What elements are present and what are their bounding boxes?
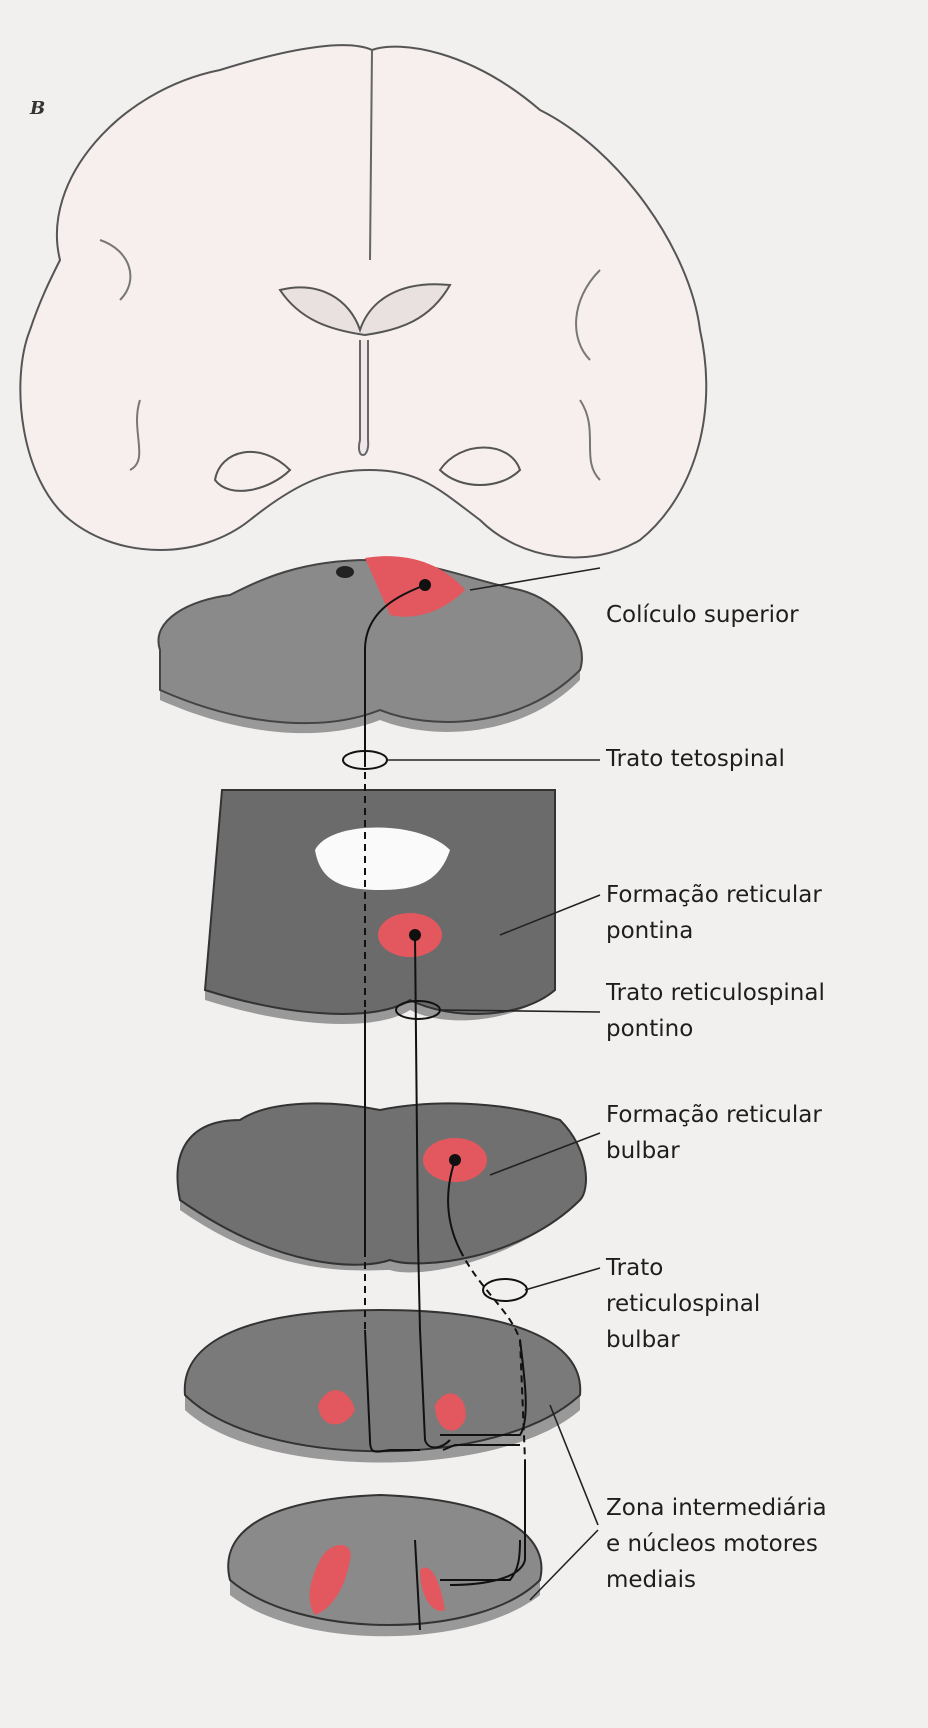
midbrain-section: [157, 556, 583, 734]
panel-letter: B: [30, 98, 46, 119]
spinal-cord-lower: [227, 1493, 543, 1637]
tracts: [342, 579, 528, 1631]
label-trato-reticulospinal-bulbar: Trato reticulospinal bulbar: [606, 1250, 760, 1358]
label-trato-reticulospinal-pontino: Trato reticulospinal pontino: [606, 975, 825, 1047]
label-zona-intermediaria: Zona intermediária e núcleos motores med…: [606, 1490, 827, 1598]
label-line: bulbar: [606, 1327, 680, 1353]
coronal-brain-section: [19, 44, 708, 559]
label-line: Trato: [606, 1255, 664, 1281]
label-line: bulbar: [606, 1138, 680, 1164]
label-line: reticulospinal: [606, 1291, 761, 1317]
label-line: pontino: [606, 1016, 694, 1042]
spinal-cord-upper: [183, 1308, 582, 1463]
label-formacao-reticular-bulbar: Formação reticular bulbar: [606, 1097, 822, 1169]
label-line: mediais: [606, 1567, 697, 1593]
label-line: e núcleos motores: [606, 1531, 818, 1557]
label-line: Trato reticulospinal: [606, 980, 825, 1006]
medulla-section: [176, 1102, 587, 1273]
label-trato-tetospinal: Trato tetospinal: [606, 746, 785, 772]
label-coliculo-superior: Colículo superior: [606, 602, 799, 628]
leader-lines: [387, 567, 601, 1601]
label-line: Formação reticular: [606, 882, 822, 908]
label-line: Zona intermediária: [606, 1495, 827, 1521]
label-line: Formação reticular: [606, 1102, 822, 1128]
label-line: pontina: [606, 918, 694, 944]
pons-section: [203, 789, 556, 1024]
label-formacao-reticular-pontina: Formação reticular pontina: [606, 877, 822, 949]
